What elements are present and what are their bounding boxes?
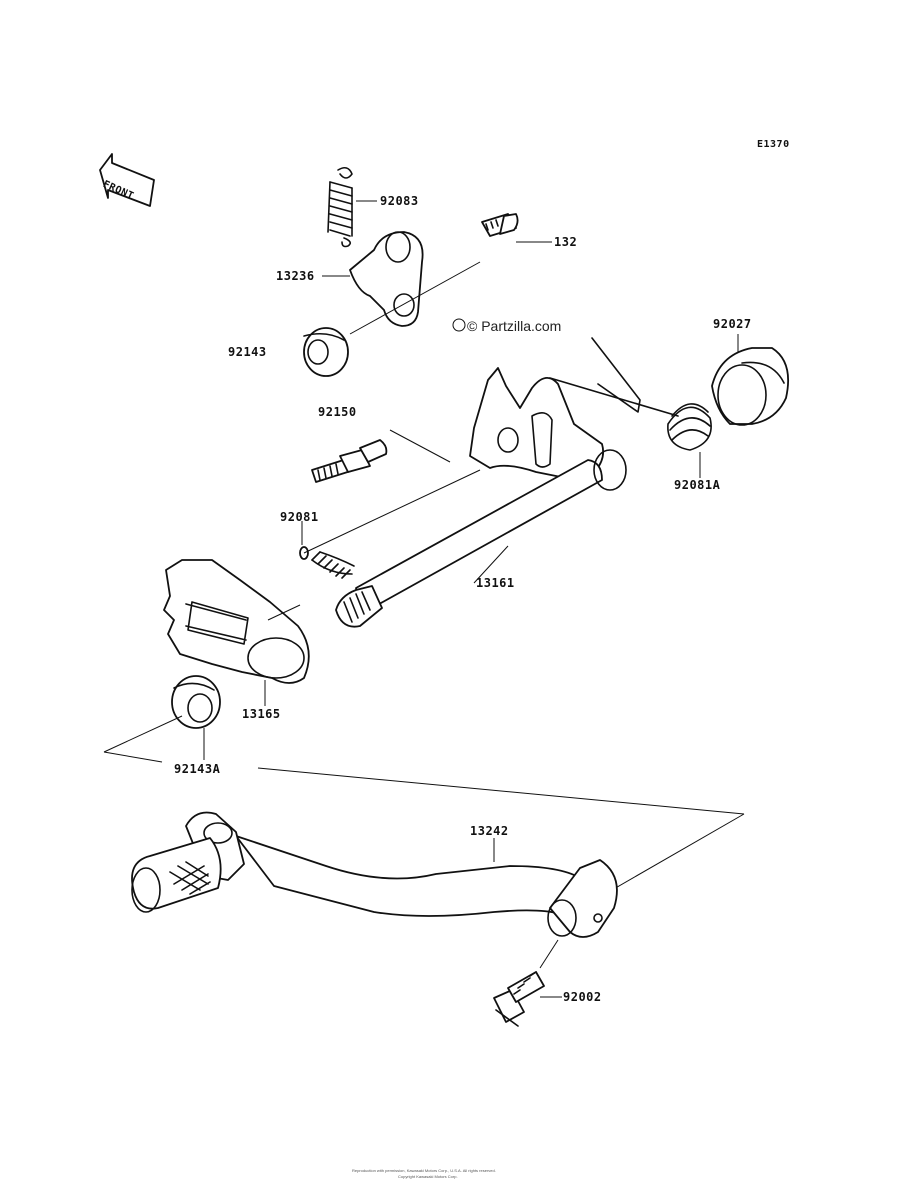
part-label-92143[interactable]: 92143	[228, 345, 267, 359]
bushing-92027	[711, 347, 790, 426]
leader-axis-132	[349, 261, 481, 335]
bolt-92002	[493, 971, 545, 1027]
part-label-92002[interactable]: 92002	[563, 990, 602, 1004]
leader-axis-pedal-top	[257, 767, 745, 815]
part-label-132[interactable]: 132	[554, 235, 578, 249]
arm-13236	[349, 231, 424, 327]
part-label-13242[interactable]: 13242	[470, 824, 509, 838]
part-label-13161[interactable]: 13161	[476, 576, 515, 590]
leader-axis-92002	[539, 939, 559, 969]
leader-13161	[473, 545, 509, 584]
leader-axis-92150	[389, 429, 451, 463]
bolt-92150	[311, 439, 388, 483]
footer-line-2: Copyright Kawasaki Motors Corp.	[398, 1174, 458, 1179]
washer-92143A	[171, 675, 221, 729]
leader-axis-92081	[303, 469, 481, 554]
shift-shaft-13161	[335, 367, 627, 628]
bolt-132	[481, 213, 519, 237]
return-spring-92081A	[549, 337, 712, 451]
shift-pedal-13242	[131, 811, 618, 938]
leader-axis-92143A	[103, 715, 183, 753]
leader-axis-92143A-b	[103, 751, 163, 763]
copyright-icon	[452, 318, 466, 332]
watermark: © Partzilla.com	[467, 318, 562, 334]
part-label-92027[interactable]: 92027	[713, 317, 752, 331]
part-label-13236[interactable]: 13236	[276, 269, 315, 283]
leader-axis-13165	[267, 604, 301, 621]
part-label-92081[interactable]: 92081	[280, 510, 319, 524]
part-label-92081A[interactable]: 92081A	[674, 478, 721, 492]
shift-plate-13165	[163, 559, 310, 684]
diagram-code: E1370	[757, 139, 790, 150]
spring-92083	[327, 166, 353, 248]
part-label-92083[interactable]: 92083	[380, 194, 419, 208]
pin-spring-92081	[299, 546, 355, 579]
footer-line-1: Reproduction with permission, Kawasaki M…	[352, 1168, 496, 1173]
front-arrow-icon	[99, 153, 155, 207]
collar-92143	[303, 327, 349, 377]
part-label-92143A[interactable]: 92143A	[174, 762, 221, 776]
part-label-13165[interactable]: 13165	[242, 707, 281, 721]
leader-axis-pedal-bottom	[611, 813, 745, 891]
part-label-92150[interactable]: 92150	[318, 405, 357, 419]
